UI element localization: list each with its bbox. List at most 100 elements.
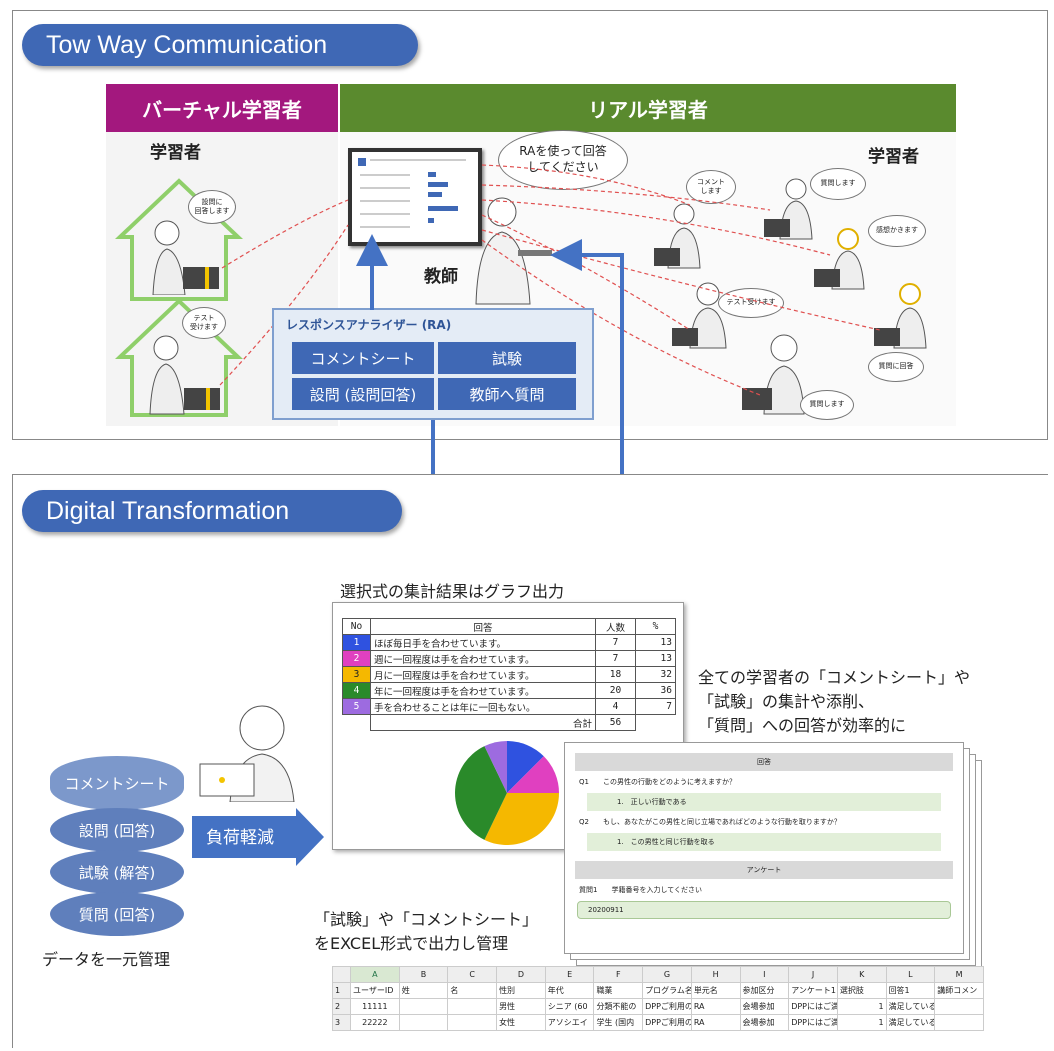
excel-cell: K bbox=[836, 966, 887, 983]
excel-cell[interactable]: 満足している bbox=[885, 1014, 936, 1031]
excel-cell[interactable]: DPPご利用の bbox=[642, 998, 692, 1015]
ra-question-answer-button[interactable]: 設問 (設問回答) bbox=[292, 378, 434, 410]
excel-cell: 3 bbox=[332, 1014, 351, 1031]
excel-cell[interactable]: DPPにはご満足 bbox=[788, 998, 838, 1015]
pie-slice-4 bbox=[455, 746, 507, 840]
excel-cell[interactable]: アンケート1 bbox=[788, 982, 838, 999]
excel-cell: G bbox=[642, 966, 692, 983]
excel-cell[interactable]: RA bbox=[690, 998, 741, 1015]
excel-cell[interactable]: 姓 bbox=[398, 982, 449, 999]
excel-cell[interactable]: 講師コメン bbox=[934, 982, 984, 999]
excel-cell[interactable]: 年代 bbox=[544, 982, 595, 999]
learner-figure bbox=[654, 203, 701, 269]
real-learner-label: 学習者 bbox=[868, 147, 919, 167]
db-item-label: 質問 (回答) bbox=[78, 905, 156, 924]
col-header: No bbox=[342, 618, 371, 635]
row-answer: 年に一回程度は手を合わせています。 bbox=[370, 682, 596, 699]
excel-cell[interactable]: DPPご利用の bbox=[642, 1014, 692, 1031]
excel-cell[interactable]: プログラム名 bbox=[642, 982, 692, 999]
q-text: もし、あなたがこの男性と同じ立場であればどのような行動を取りますか？ bbox=[602, 818, 841, 826]
excel-cell: J bbox=[788, 966, 838, 983]
learner-figure bbox=[672, 282, 727, 349]
excel-cell: C bbox=[447, 966, 498, 983]
excel-caption-line: をEXCEL形式で出力し管理 bbox=[314, 934, 509, 953]
row-percent: 13 bbox=[635, 650, 676, 667]
row-answer: 月に一回程度は手を合わせています。 bbox=[370, 666, 596, 683]
excel-cell: E bbox=[544, 966, 595, 983]
excel-cell[interactable]: 満足している bbox=[885, 998, 936, 1015]
total-value: 56 bbox=[595, 714, 636, 731]
excel-cell[interactable]: 会場参加 bbox=[739, 998, 790, 1015]
row-no: 4 bbox=[342, 682, 371, 699]
db-item-questions: 設問 (回答) bbox=[50, 808, 184, 852]
excel-cell[interactable] bbox=[447, 998, 498, 1015]
excel-cell[interactable]: 会場参加 bbox=[739, 1014, 790, 1031]
row-no: 2 bbox=[342, 650, 371, 667]
excel-cell[interactable]: 性別 bbox=[496, 982, 546, 999]
excel-cell[interactable] bbox=[934, 1014, 984, 1031]
row-percent: 13 bbox=[635, 634, 676, 651]
excel-cell[interactable]: 11111 bbox=[350, 998, 400, 1015]
empty-cell bbox=[636, 715, 676, 731]
screen-monitor bbox=[348, 148, 482, 246]
q-label: Q1 bbox=[579, 778, 589, 786]
excel-cell[interactable] bbox=[934, 998, 984, 1015]
excel-cell[interactable]: DPPにはご満足 bbox=[788, 1014, 838, 1031]
row-count: 7 bbox=[595, 634, 636, 651]
excel-cell[interactable]: 1 bbox=[836, 1014, 887, 1031]
load-reduction-arrow: 負荷軽減 bbox=[192, 808, 324, 866]
excel-cell: F bbox=[593, 966, 644, 983]
excel-cell: 1 bbox=[332, 982, 351, 999]
pie-slice-1 bbox=[507, 741, 544, 793]
excel-cell[interactable]: 職業 bbox=[593, 982, 644, 999]
row-no: 5 bbox=[342, 698, 371, 715]
ra-comment-sheet-button[interactable]: コメントシート bbox=[292, 342, 434, 374]
db-item-inquiry: 質問 (回答) bbox=[50, 892, 184, 936]
excel-cell[interactable]: 学生 (国内 bbox=[593, 1014, 644, 1031]
excel-cell[interactable]: 回答1 bbox=[885, 982, 936, 999]
excel-cell[interactable]: ユーザーID bbox=[350, 982, 400, 999]
learner-figure bbox=[764, 178, 813, 240]
ra-exam-button[interactable]: 試験 bbox=[438, 342, 576, 374]
q-text: この男性の行動をどのように考えますか？ bbox=[602, 778, 736, 786]
row-count: 20 bbox=[595, 682, 636, 699]
load-reduction-label: 負荷軽減 bbox=[206, 828, 274, 848]
virtual-learner-label: 学習者 bbox=[150, 143, 201, 163]
db-item-comment-sheet: コメントシート bbox=[64, 774, 170, 793]
excel-cell[interactable]: RA bbox=[690, 1014, 741, 1031]
excel-cell[interactable]: シニア (60 bbox=[544, 998, 595, 1015]
survey-answer-field[interactable]: 20200911 bbox=[577, 901, 951, 919]
excel-cell[interactable] bbox=[398, 998, 449, 1015]
excel-cell[interactable]: 選択肢 bbox=[836, 982, 887, 999]
excel-cell[interactable]: 単元名 bbox=[690, 982, 741, 999]
excel-cell[interactable]: 22222 bbox=[350, 1014, 400, 1031]
excel-cell[interactable]: 男性 bbox=[496, 998, 546, 1015]
row-answer: 手を合わせることは年に一回もない。 bbox=[370, 698, 596, 715]
excel-cell[interactable]: 1 bbox=[836, 998, 887, 1015]
graph-caption: 選択式の集計結果はグラフ出力 bbox=[340, 582, 565, 601]
form-sheet: 回答 Q1 この男性の行動をどのように考えますか？ 1. 正しい行動である Q2… bbox=[564, 742, 964, 954]
excel-cell[interactable]: 参加区分 bbox=[739, 982, 790, 999]
speech-bubble: 質問します bbox=[800, 390, 854, 420]
excel-cell[interactable]: 女性 bbox=[496, 1014, 546, 1031]
speech-bubble: 質問に回答 bbox=[868, 352, 924, 382]
row-percent: 7 bbox=[635, 698, 676, 715]
excel-cell[interactable]: 分類不能の bbox=[593, 998, 644, 1015]
db-item-label: 試験 (解答) bbox=[78, 863, 156, 882]
db-caption: データを一元管理 bbox=[42, 950, 171, 969]
excel-cell[interactable] bbox=[447, 1014, 498, 1031]
excel-cell: M bbox=[934, 966, 984, 983]
excel-cell[interactable] bbox=[398, 1014, 449, 1031]
excel-cell[interactable]: アソシエイ bbox=[544, 1014, 595, 1031]
excel-cell[interactable]: 名 bbox=[447, 982, 498, 999]
ra-ask-teacher-button[interactable]: 教師へ質問 bbox=[438, 378, 576, 410]
pie-slice-2 bbox=[507, 756, 559, 793]
